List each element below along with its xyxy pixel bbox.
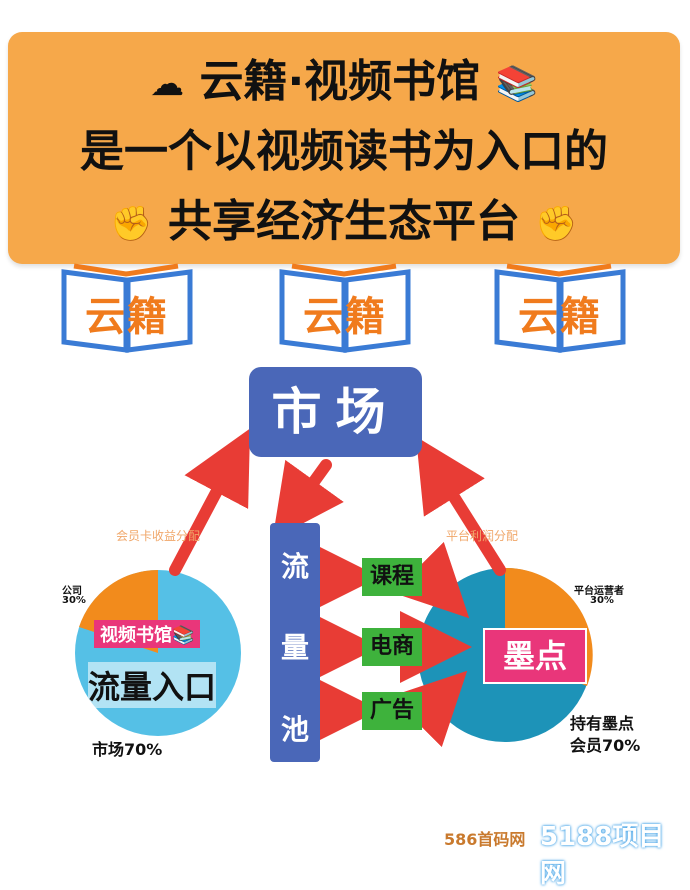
book-logo-text: 云籍 bbox=[85, 293, 169, 340]
fist-icon: ✊ bbox=[110, 204, 153, 244]
fist-icon: ✊ bbox=[535, 204, 578, 244]
left-caption: 会员卡收益分配 bbox=[116, 529, 201, 543]
book-logo: 云籍 bbox=[278, 262, 412, 356]
point-tag: 墨点 bbox=[483, 628, 587, 684]
watermark-right: 5188项目网 bbox=[540, 822, 665, 889]
books-icon: 📚 bbox=[495, 64, 538, 104]
watermark-left: 586首码网 bbox=[444, 830, 526, 849]
open-book-icon bbox=[61, 263, 193, 353]
arrow-course-to-point bbox=[392, 541, 470, 619]
banner-title: 云籍·视频书馆 bbox=[199, 56, 481, 107]
left-market-percent: 市场70% bbox=[92, 740, 163, 759]
book-logo-text: 云籍 bbox=[518, 293, 602, 340]
member-label: 持有墨点 bbox=[570, 714, 635, 733]
title-banner: ☁ 云籍·视频书馆 📚 是一个以视频读书为入口的 ✊ 共享经济生态平台 ✊ bbox=[8, 32, 680, 264]
company-label: 公司 bbox=[62, 586, 82, 597]
left-pie-chart bbox=[75, 569, 241, 736]
ads-box: 广告 bbox=[362, 692, 422, 730]
video-library-text: 视频书馆 bbox=[100, 625, 172, 646]
book-logo: 云籍 bbox=[493, 262, 627, 356]
banner-line-2: 是一个以视频读书为入口的 bbox=[80, 126, 608, 177]
arrow-ads-to-point bbox=[390, 670, 468, 748]
video-library-tag: 视频书馆📚 bbox=[94, 620, 201, 648]
banner-line-3: ✊ 共享经济生态平台 ✊ bbox=[8, 194, 680, 252]
market-box: 市场 bbox=[249, 367, 422, 457]
course-box: 课程 bbox=[362, 558, 422, 596]
company-percent: 30% bbox=[62, 595, 86, 606]
pool-char: 量 bbox=[280, 631, 309, 664]
book-logo: 云籍 bbox=[60, 262, 194, 356]
arrow-to-market-right bbox=[416, 436, 506, 576]
ecommerce-box: 电商 bbox=[362, 628, 422, 666]
open-book-icon bbox=[279, 263, 411, 353]
banner-subtitle: 共享经济生态平台 bbox=[168, 196, 520, 247]
arrow-to-market-left bbox=[169, 428, 251, 576]
traffic-entry-label: 流量入口 bbox=[88, 662, 217, 708]
pool-char: 池 bbox=[280, 713, 309, 746]
member-percent: 会员70% bbox=[570, 736, 641, 755]
cloud-icon: ☁ bbox=[150, 64, 185, 104]
operator-label: 平台运营者 bbox=[574, 586, 624, 597]
arrow-market-to-pool bbox=[272, 459, 344, 540]
flow-arrows bbox=[169, 428, 506, 748]
operator-percent: 30% bbox=[590, 595, 614, 606]
books-icon: 📚 bbox=[172, 625, 195, 646]
open-book-icon bbox=[494, 263, 626, 353]
traffic-pool-box: 流 量 池 bbox=[270, 523, 320, 762]
banner-line-1: ☁ 云籍·视频书馆 📚 bbox=[8, 54, 680, 112]
pool-char: 流 bbox=[280, 550, 309, 583]
right-caption: 平台利润分配 bbox=[446, 529, 519, 543]
book-logo-text: 云籍 bbox=[303, 293, 387, 340]
